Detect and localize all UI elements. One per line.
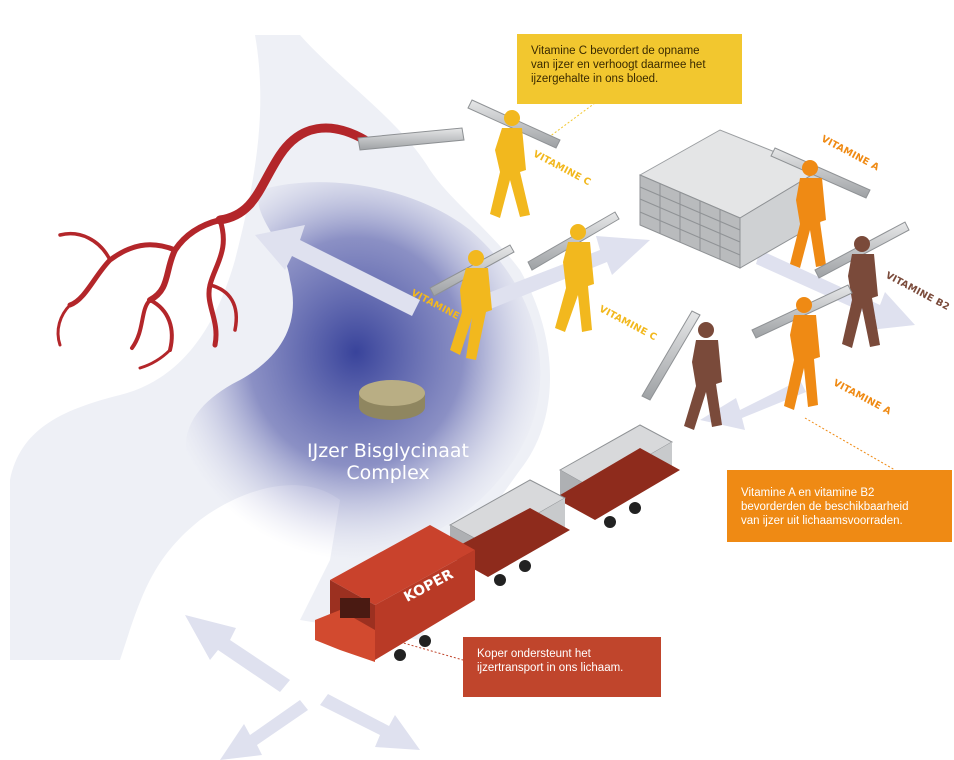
callout-line: bevorderden de beschikbaarheid: [741, 501, 909, 513]
copper-train: [315, 424, 680, 662]
vessel-beam: [357, 127, 465, 151]
callout-line: van ijzer uit lichaamsvoorraden.: [741, 515, 903, 527]
arrow-to-stack: [470, 236, 650, 314]
steel-beam-stack: [638, 129, 822, 269]
callout-line: van ijzer en verhoogt daarmee het: [531, 59, 706, 71]
worker-vitamin-a-bottom: [751, 284, 853, 410]
worker-vitamin-c-left: [429, 244, 515, 360]
callout-line: ijzertransport in ons lichaam.: [477, 662, 624, 674]
worker-vitamin-c-top: [467, 99, 561, 218]
worker-vitamin-a-top: [770, 147, 871, 268]
copper-callout: Koper ondersteunt het ijzertransport in …: [463, 637, 661, 697]
complex-label: IJzer Bisglycinaat Complex: [288, 440, 488, 484]
callout-line: Koper ondersteunt het: [477, 648, 591, 660]
arrow-up-left: [255, 225, 420, 316]
arrow-bottom-sw: [220, 700, 308, 760]
arrow-right-b2: [756, 250, 915, 330]
vitamin-a-b2-callout: Vitamine A en vitamine B2 bevorderden de…: [727, 470, 952, 542]
callout-line: Vitamine A en vitamine B2: [741, 487, 875, 499]
leader-lines: [399, 102, 896, 661]
callout-line: ijzergehalte in ons bloed.: [531, 73, 659, 85]
arrow-down-left: [700, 380, 806, 430]
vitamin-c-callout: Vitamine C bevordert de opname van ijzer…: [517, 34, 742, 104]
worker-vitamin-c-mid: [527, 211, 620, 332]
flow-arrows: [185, 225, 915, 760]
complex-label-line2: Complex: [346, 462, 430, 484]
callout-line: Vitamine C bevordert de opname: [531, 45, 700, 57]
blood-vessel: [56, 123, 370, 370]
worker-vitamin-b2: [814, 221, 910, 348]
iron-tablet: [359, 380, 425, 420]
arrow-bottom-nw: [185, 615, 290, 692]
arrow-bottom-se: [320, 694, 420, 750]
worker-copper-beam: [641, 310, 722, 430]
complex-label-line1: IJzer Bisglycinaat: [306, 440, 470, 462]
